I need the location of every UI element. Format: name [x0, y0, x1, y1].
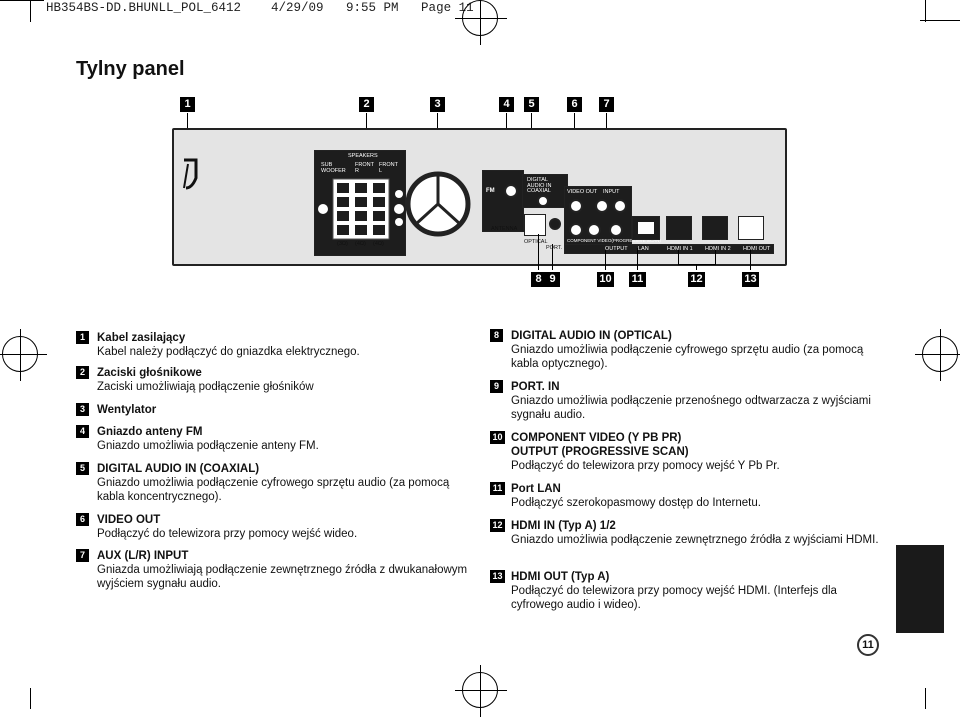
- video-out-jack: [569, 199, 583, 213]
- leader-line: [696, 264, 697, 270]
- registration-mark: [0, 329, 47, 381]
- callout-label: 4: [499, 97, 514, 112]
- description-item: 3 Wentylator: [76, 403, 476, 417]
- output-strip: OUTPUT LAN HDMI IN 1 HDMI IN 2 HDMI OUT: [564, 244, 774, 254]
- leader-line: [750, 250, 751, 270]
- callout-label: 1: [180, 97, 195, 112]
- callout-label: 11: [629, 272, 646, 287]
- coaxial-block: DIGITAL AUDIO IN COAXIAL: [522, 174, 568, 208]
- callout-label: 5: [524, 97, 539, 112]
- leader-line: [552, 244, 553, 270]
- coaxial-jack: [537, 195, 549, 207]
- component-jack: [587, 223, 601, 237]
- optical-jack: [524, 214, 546, 236]
- component-jack: [569, 223, 583, 237]
- hdmi-in-2-port: [702, 216, 728, 240]
- leader-line: [605, 250, 606, 270]
- rear-panel-illustration: SPEAKERS SUB WOOFER FRONT R FRONT L (3Ω)…: [172, 128, 787, 266]
- hdmi-out-port: [738, 216, 764, 240]
- description-item: 10 COMPONENT VIDEO (Y PB PR) OUTPUT (PRO…: [490, 431, 890, 473]
- chapter-tab: [896, 545, 944, 633]
- crop-mark: [30, 0, 31, 22]
- fm-antenna-block: FM: [482, 170, 524, 232]
- registration-mark: [455, 0, 507, 45]
- hdmi-in-1-port: [666, 216, 692, 240]
- crop-mark: [30, 688, 31, 709]
- callout-label: 3: [430, 97, 445, 112]
- callout-label: 13: [742, 272, 759, 287]
- fan-icon: [405, 171, 471, 237]
- component-jack: [609, 223, 623, 237]
- registration-mark: [455, 665, 507, 717]
- crop-mark: [925, 688, 926, 709]
- callout-label: 8: [531, 272, 546, 287]
- page-number: 11: [857, 634, 879, 656]
- lan-port: [632, 216, 660, 240]
- callout-label: 6: [567, 97, 582, 112]
- leader-line: [678, 250, 679, 264]
- speaker-terminals: SPEAKERS SUB WOOFER FRONT R FRONT L (3Ω)…: [314, 150, 406, 256]
- aux-jack: [595, 199, 609, 213]
- power-cord-icon: [183, 158, 198, 190]
- registration-mark: [915, 329, 960, 381]
- print-header: HB354BS-DD.BHUNLL_POL_6412 4/29/09 9:55 …: [46, 1, 474, 15]
- crop-mark: [0, 0, 44, 1]
- av-block: VIDEO OUT INPUT COMPONENT VIDEO(PROGRESS…: [564, 186, 661, 252]
- callout-label: 10: [597, 272, 614, 287]
- crop-mark: [920, 20, 960, 21]
- leader-line: [538, 234, 539, 270]
- callout-label: 9: [545, 272, 560, 287]
- description-item: 8 DIGITAL AUDIO IN (OPTICAL)Gniazdo umoż…: [490, 329, 890, 371]
- callout-label: 12: [688, 272, 705, 287]
- terminal-clip-icon: [318, 178, 404, 240]
- leader-line: [715, 250, 716, 264]
- fm-antenna-jack: [504, 184, 518, 198]
- port-in-jack: [549, 218, 561, 230]
- leader-line: [637, 248, 638, 270]
- description-item: 5 DIGITAL AUDIO IN (COAXIAL)Gniazdo umoż…: [76, 462, 476, 504]
- callout-label: 2: [359, 97, 374, 112]
- description-item: 13 HDMI OUT (Typ A)Podłączyć do telewizo…: [490, 570, 880, 612]
- crop-mark: [925, 0, 926, 22]
- callout-label: 7: [599, 97, 614, 112]
- page-title: Tylny panel: [76, 58, 185, 80]
- leader-line: [678, 264, 716, 265]
- aux-jack: [613, 199, 627, 213]
